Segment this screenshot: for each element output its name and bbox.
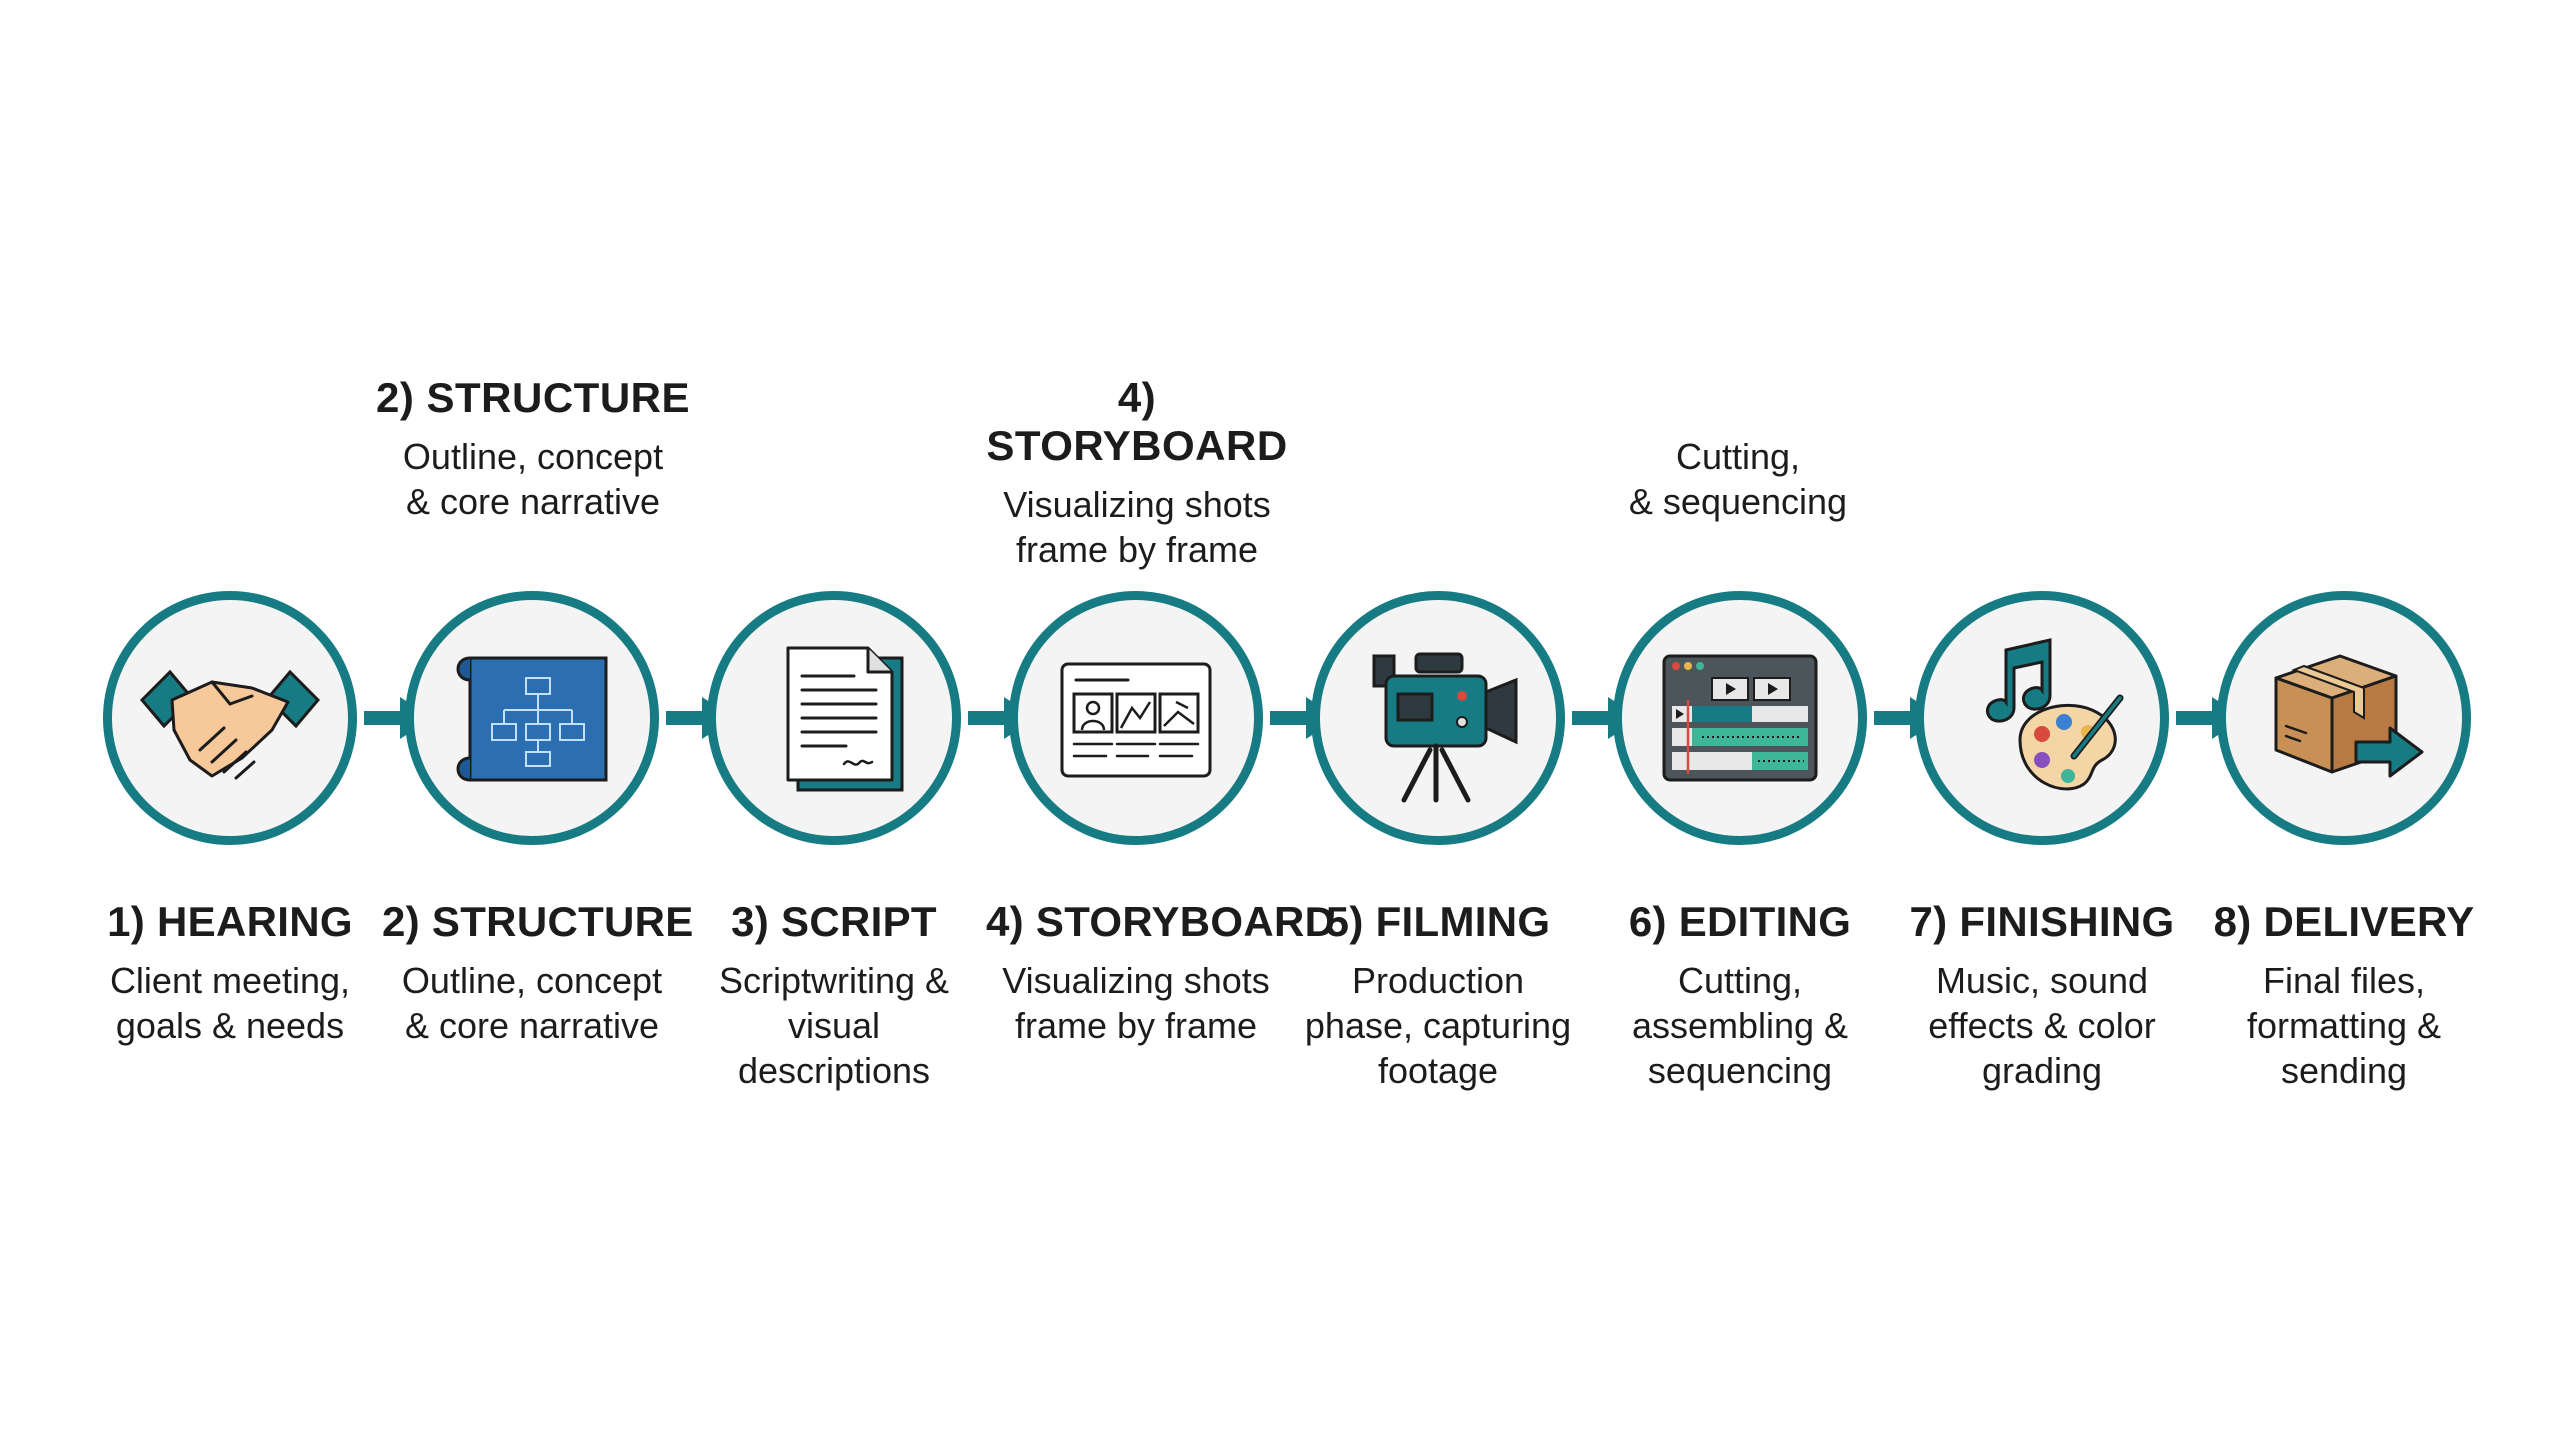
- top-label-structure: 2) STRUCTURE Outline, concept & core nar…: [368, 374, 698, 524]
- blueprint-icon: [456, 656, 608, 782]
- step-7-label: 7) FINISHING Music, sound effects & colo…: [1892, 898, 2192, 1093]
- step-5-circle: [1311, 591, 1565, 845]
- step-8-circle: [2217, 591, 2471, 845]
- step-1-circle: [103, 591, 357, 845]
- top-label-storyboard: 4) STORYBOARD Visualizing shots frame by…: [972, 374, 1302, 572]
- top-label-title: 4) STORYBOARD: [986, 374, 1288, 469]
- step-6-label: 6) EDITING Cutting, assembling & sequenc…: [1590, 898, 1890, 1093]
- step-desc: Final files, formatting & sending: [2246, 960, 2442, 1091]
- step-title: 6) EDITING: [1628, 898, 1852, 945]
- top-label-editing: Cutting, & sequencing: [1573, 374, 1903, 524]
- step-3-circle: [707, 591, 961, 845]
- music-palette-icon: [1985, 638, 2124, 791]
- step-title: 7) FINISHING: [1909, 898, 2175, 945]
- step-title: 1) HEARING: [107, 898, 353, 945]
- step-desc: Cutting, assembling & sequencing: [1631, 960, 1849, 1091]
- step-2-circle: [405, 591, 659, 845]
- step-7-circle: [1915, 591, 2169, 845]
- top-label-desc: Outline, concept & core narrative: [402, 436, 664, 522]
- step-title: 3) SCRIPT: [731, 898, 937, 945]
- step-title: 5) FILMING: [1325, 898, 1551, 945]
- handshake-icon: [139, 669, 321, 780]
- editing-timeline-icon: [1662, 654, 1818, 782]
- package-arrow-icon: [2274, 654, 2424, 778]
- step-desc: Client meeting, goals & needs: [109, 960, 351, 1046]
- step-5-label: 5) FILMING Production phase, capturing f…: [1288, 898, 1588, 1093]
- step-4-label: 4) STORYBOARD Visualizing shots frame by…: [986, 898, 1336, 1048]
- step-8-label: 8) DELIVERY Final files, formatting & se…: [2194, 898, 2494, 1093]
- top-label-desc: Cutting, & sequencing: [1628, 436, 1848, 522]
- step-6-circle: [1613, 591, 1867, 845]
- storyboard-icon: [1060, 662, 1212, 778]
- step-title: 8) DELIVERY: [2213, 898, 2475, 945]
- step-desc: Scriptwriting & visual descriptions: [718, 960, 950, 1091]
- step-1-label: 1) HEARING Client meeting, goals & needs: [80, 898, 380, 1048]
- step-4-circle: [1009, 591, 1263, 845]
- step-title: 4) STORYBOARD: [986, 898, 1336, 945]
- step-title: 2) STRUCTURE: [382, 898, 694, 945]
- step-2-label: 2) STRUCTURE Outline, concept & core nar…: [382, 898, 694, 1048]
- step-desc: Outline, concept & core narrative: [401, 960, 663, 1046]
- top-label-desc: Visualizing shots frame by frame: [1003, 484, 1271, 570]
- top-label-title: 2) STRUCTURE: [375, 374, 690, 421]
- step-desc: Music, sound effects & color grading: [1928, 960, 2156, 1091]
- step-desc: Visualizing shots frame by frame: [1002, 960, 1270, 1046]
- document-icon: [786, 646, 904, 792]
- step-desc: Production phase, capturing footage: [1304, 960, 1572, 1091]
- video-camera-icon: [1372, 652, 1518, 803]
- step-3-label: 3) SCRIPT Scriptwriting & visual descrip…: [684, 898, 984, 1093]
